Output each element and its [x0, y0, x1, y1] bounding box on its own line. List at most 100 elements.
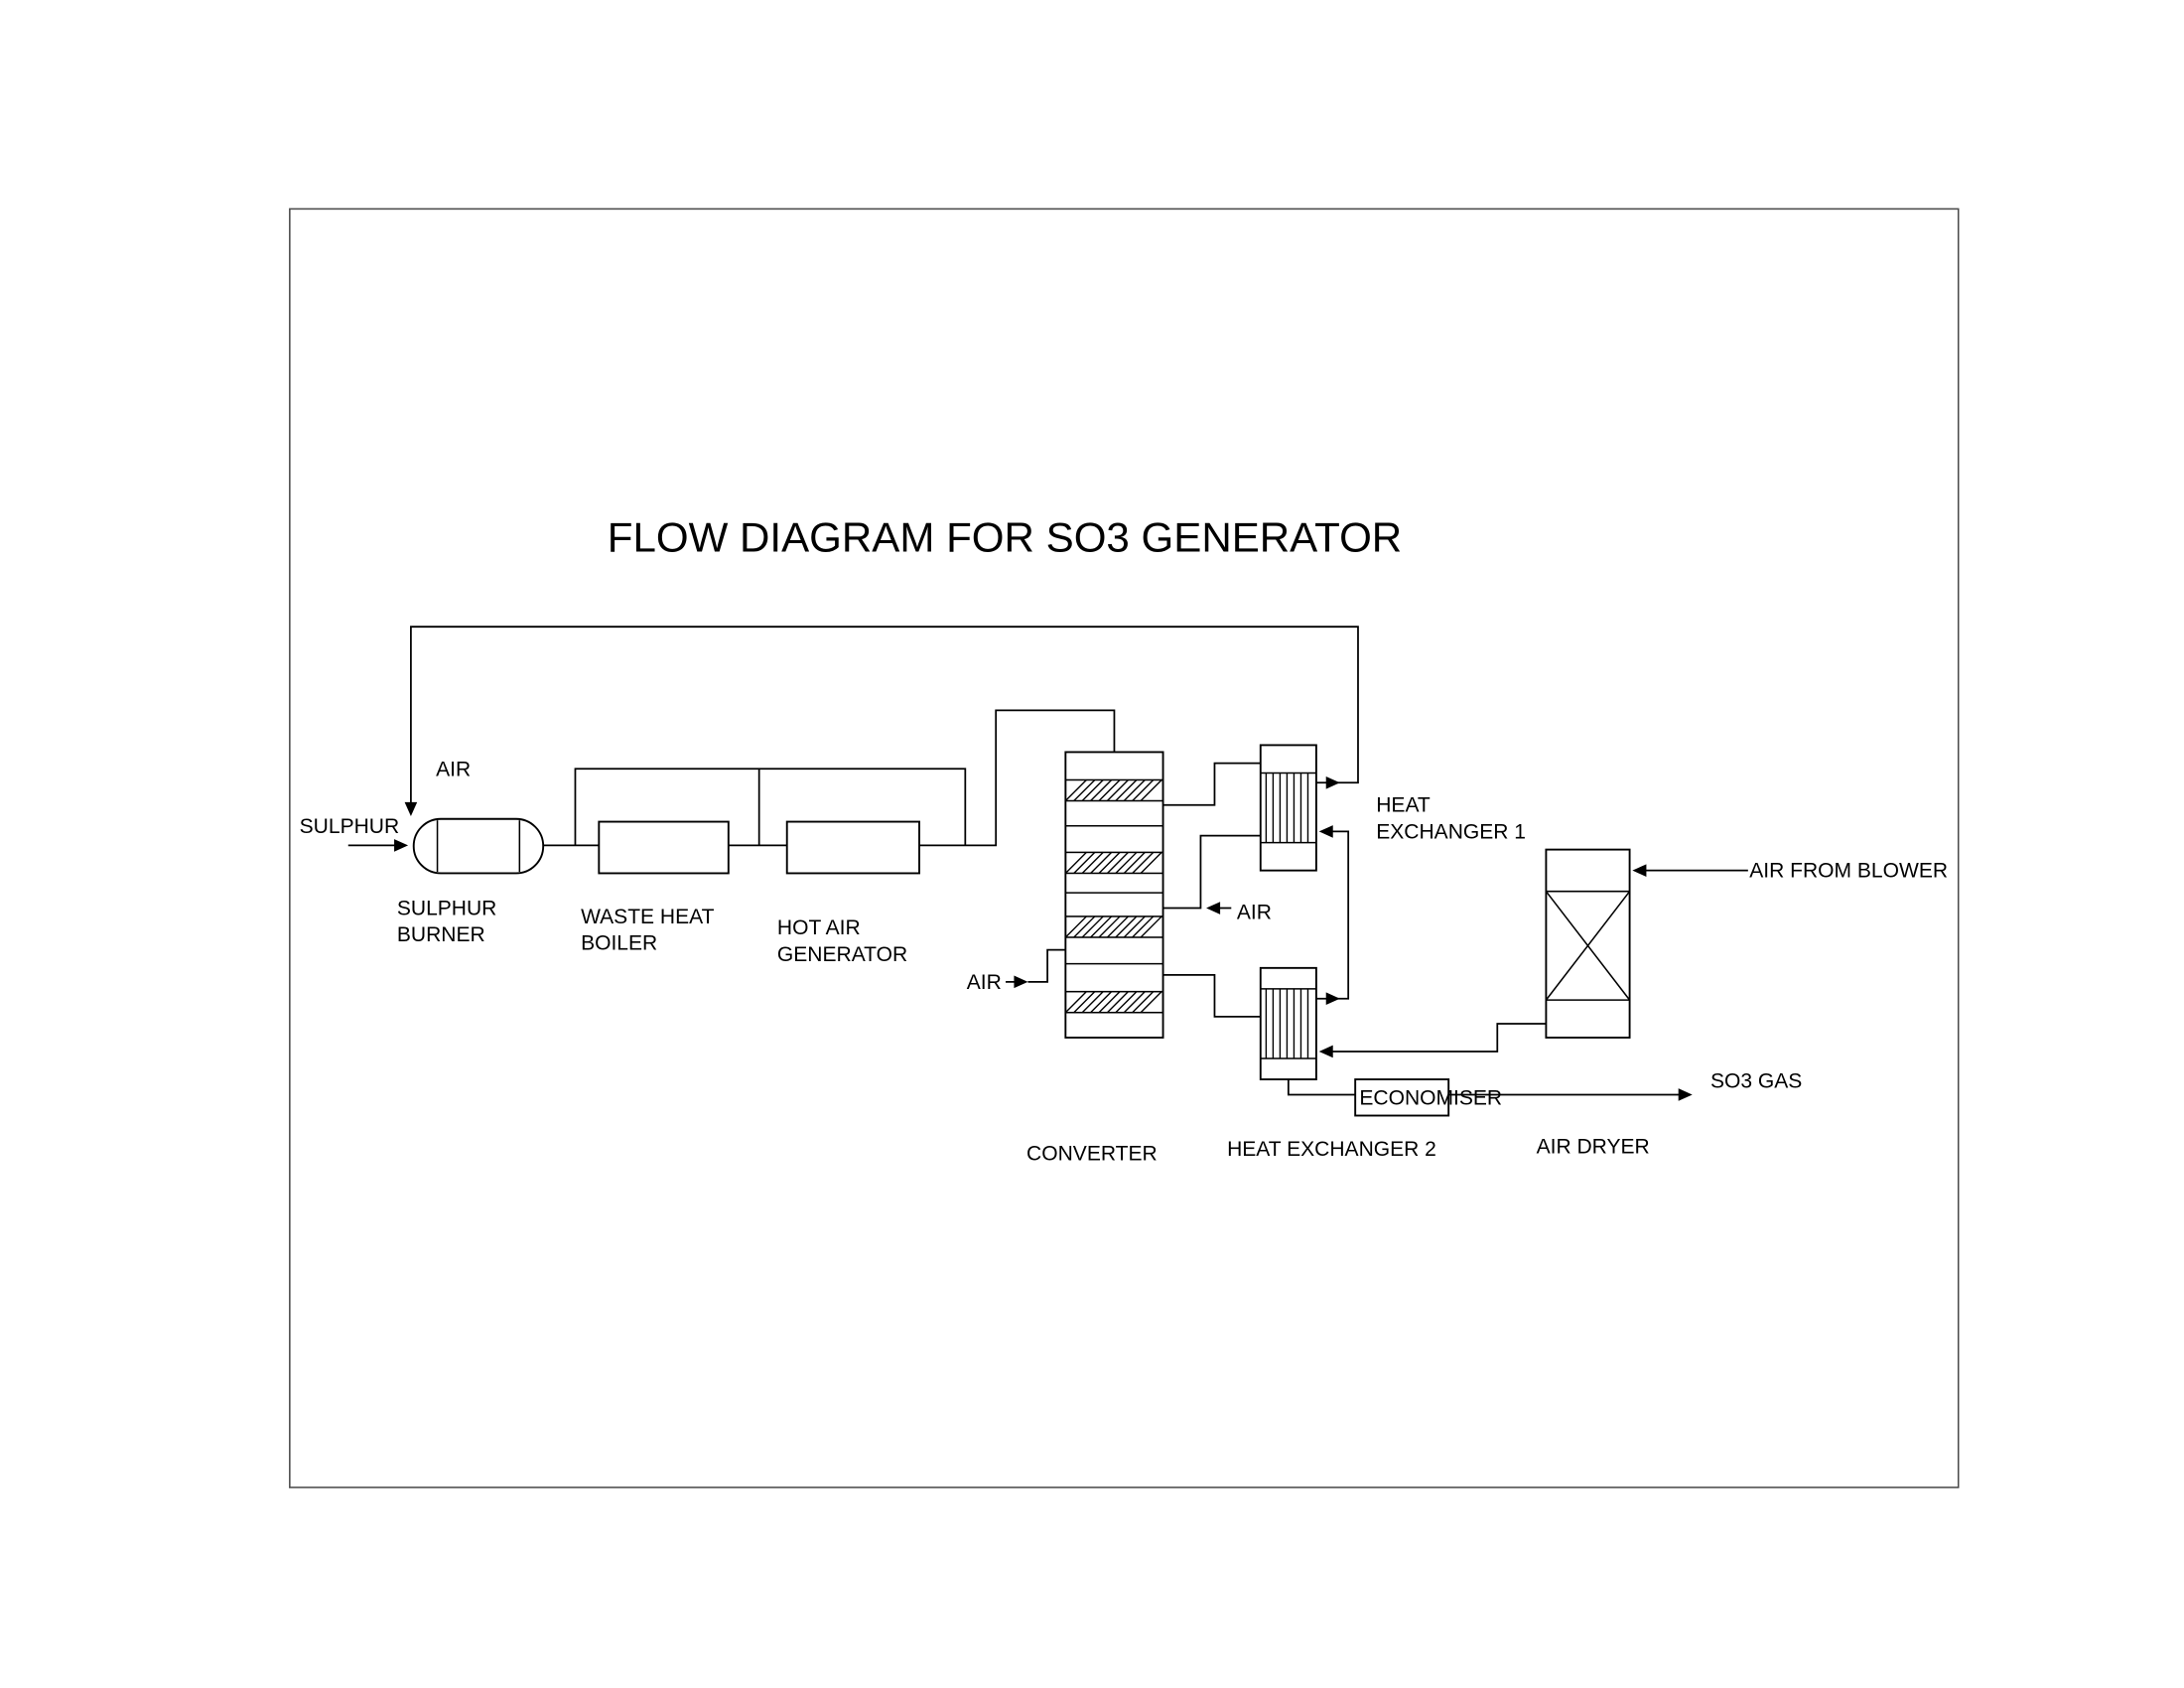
hot-air-generator-vessel	[785, 820, 920, 875]
converter-bed-3	[1064, 915, 1164, 938]
label-air-from-blower: AIR FROM BLOWER	[1749, 860, 1948, 883]
heat-exchanger-tube-lines	[1265, 773, 1309, 1059]
converter-bed-hatch-line	[1123, 778, 1146, 802]
label-sulphur-burner-line2: BURNER	[397, 923, 485, 946]
converter-bed-hatch-line	[1123, 991, 1146, 1014]
converter-body	[1064, 751, 1164, 1039]
converter-bed-hatch-line	[1098, 778, 1121, 802]
converter-bed-hatch-line	[1115, 851, 1138, 874]
waste-heat-boiler-vessel	[598, 820, 730, 875]
converter-bed-hatch-line	[1064, 991, 1087, 1014]
converter-bed-hatch-line	[1132, 991, 1155, 1014]
flow-arrowheads	[394, 775, 1693, 1101]
converter-bed-hatch-line	[1132, 778, 1155, 802]
converter-bed-hatch-line	[1081, 991, 1104, 1014]
sulphur-burner-vessel	[412, 817, 545, 875]
pipe-dryer-to-he2-air	[1321, 1023, 1547, 1053]
converter-bed-hatch-line	[1140, 915, 1162, 938]
process-lines	[347, 626, 1748, 1096]
label-quench-air-left: AIR	[967, 971, 1002, 994]
sulphur-burner-body	[412, 817, 545, 875]
arrowhead-sulphur-in	[394, 839, 409, 852]
converter-bed-hatch-line	[1090, 778, 1113, 802]
converter-bed-hatch-line	[1140, 991, 1162, 1014]
converter-bed-hatch-line	[1106, 851, 1129, 874]
converter-bed-hatch-line	[1064, 851, 1087, 874]
converter-bed-hatch-line	[1081, 851, 1104, 874]
converter-bed-4	[1064, 990, 1164, 1014]
economiser-vessel	[1354, 1078, 1450, 1117]
converter-bed-hatch-line	[1081, 915, 1104, 938]
air-dryer-cross-2	[1545, 891, 1631, 1001]
pipe-quench-air-left	[1027, 948, 1066, 983]
pipe-so3-out	[1287, 1079, 1690, 1096]
label-heat-exchanger-1-line1: HEAT	[1376, 794, 1431, 817]
converter-bed-hatch-line	[1123, 915, 1146, 938]
pipe-he2-to-he1-air	[1315, 830, 1350, 1000]
pipe-recycle-air	[410, 626, 1359, 814]
label-quench-air-right: AIR	[1237, 902, 1272, 924]
converter-bed-hatch-line	[1132, 851, 1155, 874]
converter-bed-hatch-line	[1123, 851, 1146, 874]
converter-bed-hatch-line	[1098, 915, 1121, 938]
label-hot-air-generator-line2: GENERATOR	[777, 943, 907, 966]
label-air-dryer: AIR DRYER	[1537, 1135, 1650, 1158]
arrowhead-so3-gas-out	[1678, 1088, 1693, 1101]
converter-bed-hatch-line	[1073, 915, 1096, 938]
heat-exchanger-1-body	[1259, 744, 1317, 872]
converter-bed-hatch-line	[1098, 991, 1121, 1014]
converter-bed-1	[1064, 778, 1164, 802]
label-converter: CONVERTER	[1026, 1142, 1158, 1165]
arrowhead-quench-air-left	[1014, 975, 1028, 989]
converter-bed-hatch-line	[1132, 915, 1155, 938]
heat-exchanger-1-vessel	[1259, 744, 1317, 872]
converter-bed-hatch-line	[1106, 778, 1129, 802]
label-waste-heat-boiler-line1: WASTE HEAT	[581, 906, 715, 928]
converter-bed-hatch-line	[1081, 778, 1104, 802]
diagram-title: FLOW DIAGRAM FOR SO3 GENERATOR	[608, 513, 1402, 560]
label-heat-exchanger-1-line2: EXCHANGER 1	[1376, 820, 1526, 843]
converter-bed-hatch-line	[1140, 778, 1162, 802]
arrowhead-he2-air-out	[1325, 992, 1340, 1006]
arrowhead-air-from-blower	[1632, 864, 1647, 877]
heat-exchanger-2-vessel	[1259, 966, 1317, 1080]
converter-bed-hatch-line	[1106, 991, 1129, 1014]
converter-bed-hatch-line	[1115, 915, 1138, 938]
label-waste-heat-boiler-line2: BOILER	[581, 932, 657, 955]
label-air-recycle: AIR	[436, 758, 471, 780]
diagram-border	[289, 208, 1960, 1488]
converter-bed-hatch-line	[1064, 915, 1087, 938]
pipe-bypass-duct	[574, 768, 967, 846]
converter-bed-hatch-line	[1106, 915, 1129, 938]
pipe-converter-to-he2	[1162, 973, 1261, 1018]
label-hot-air-generator-line1: HOT AIR	[777, 916, 861, 939]
converter-bed-hatch-line	[1073, 991, 1096, 1014]
label-heat-exchanger-2: HEAT EXCHANGER 2	[1227, 1138, 1436, 1161]
air-dryer-vessel	[1545, 848, 1631, 1039]
converter-vessel	[1064, 751, 1164, 1039]
converter-bed-2	[1064, 851, 1164, 875]
converter-bed-hatch-line	[1140, 851, 1162, 874]
arrowhead-he1-air-out	[1325, 775, 1340, 789]
arrowhead-he2-air-in	[1318, 1045, 1333, 1058]
converter-bed-hatch-line	[1090, 991, 1113, 1014]
arrowhead-air-into-burner	[404, 801, 418, 816]
converter-bed-hatching	[1064, 778, 1162, 1014]
converter-bed-hatch-line	[1115, 991, 1138, 1014]
converter-bed-hatch-line	[1073, 851, 1096, 874]
heat-exchanger-2-body	[1259, 966, 1317, 1080]
label-sulphur-feed: SULPHUR	[300, 815, 400, 838]
label-sulphur-burner-line1: SULPHUR	[397, 898, 497, 920]
pipe-he1-return-to-converter	[1162, 834, 1261, 910]
converter-bed-hatch-line	[1064, 778, 1087, 802]
pipe-hag-to-converter	[919, 709, 1116, 847]
pipe-converter-to-he1	[1162, 762, 1261, 806]
arrowhead-quench-air-right	[1206, 902, 1221, 914]
air-dryer-body	[1545, 848, 1631, 1039]
converter-bed-hatch-line	[1115, 778, 1138, 802]
label-economiser: ECONOMISER	[1359, 1086, 1502, 1109]
converter-bed-hatch-line	[1073, 778, 1096, 802]
converter-bed-hatch-line	[1098, 851, 1121, 874]
converter-bed-hatch-line	[1090, 851, 1113, 874]
